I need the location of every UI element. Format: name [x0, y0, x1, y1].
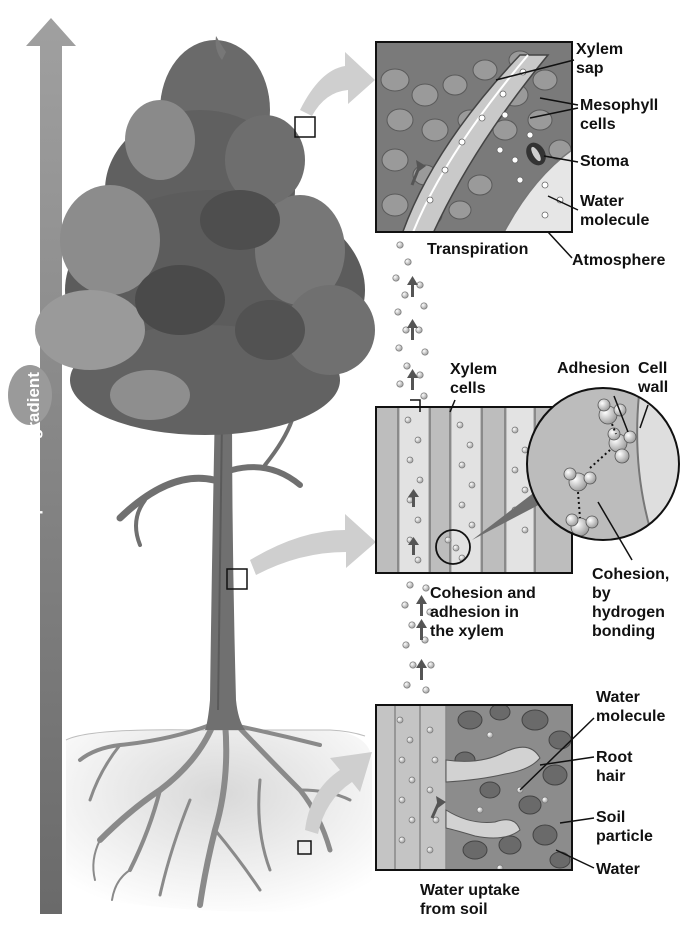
label-cohesion-hydrogen-bonding: Cohesion, by hydrogen bonding: [592, 565, 669, 641]
caption-cohesion-adhesion: Cohesion and adhesion in the xylem: [430, 584, 536, 641]
label-water-molecule-root: Water molecule: [596, 688, 665, 726]
label-cell-wall: Cell wall: [638, 359, 668, 397]
tree-trunk: [120, 405, 300, 730]
caption-transpiration: Transpiration: [427, 240, 528, 259]
caption-water-uptake: Water uptake from soil: [420, 881, 520, 919]
label-stoma: Stoma: [580, 152, 629, 171]
water-potential-gradient-label: Water potential gradient: [24, 259, 44, 679]
label-root-hair: Root hair: [596, 748, 632, 786]
label-mesophyll-cells: Mesophyll cells: [580, 96, 658, 134]
label-soil-particle: Soil particle: [596, 808, 653, 846]
label-xylem-cells: Xylem cells: [450, 360, 497, 398]
root-panel: [376, 704, 572, 871]
label-water-molecule-leaf: Water molecule: [580, 192, 649, 230]
label-xylem-sap: Xylem sap: [576, 40, 623, 78]
leaf-region-box: [295, 117, 315, 137]
label-atmosphere: Atmosphere: [572, 251, 665, 270]
leaf-panel: [376, 42, 572, 240]
label-adhesion: Adhesion: [557, 359, 630, 378]
label-water: Water: [596, 860, 640, 879]
